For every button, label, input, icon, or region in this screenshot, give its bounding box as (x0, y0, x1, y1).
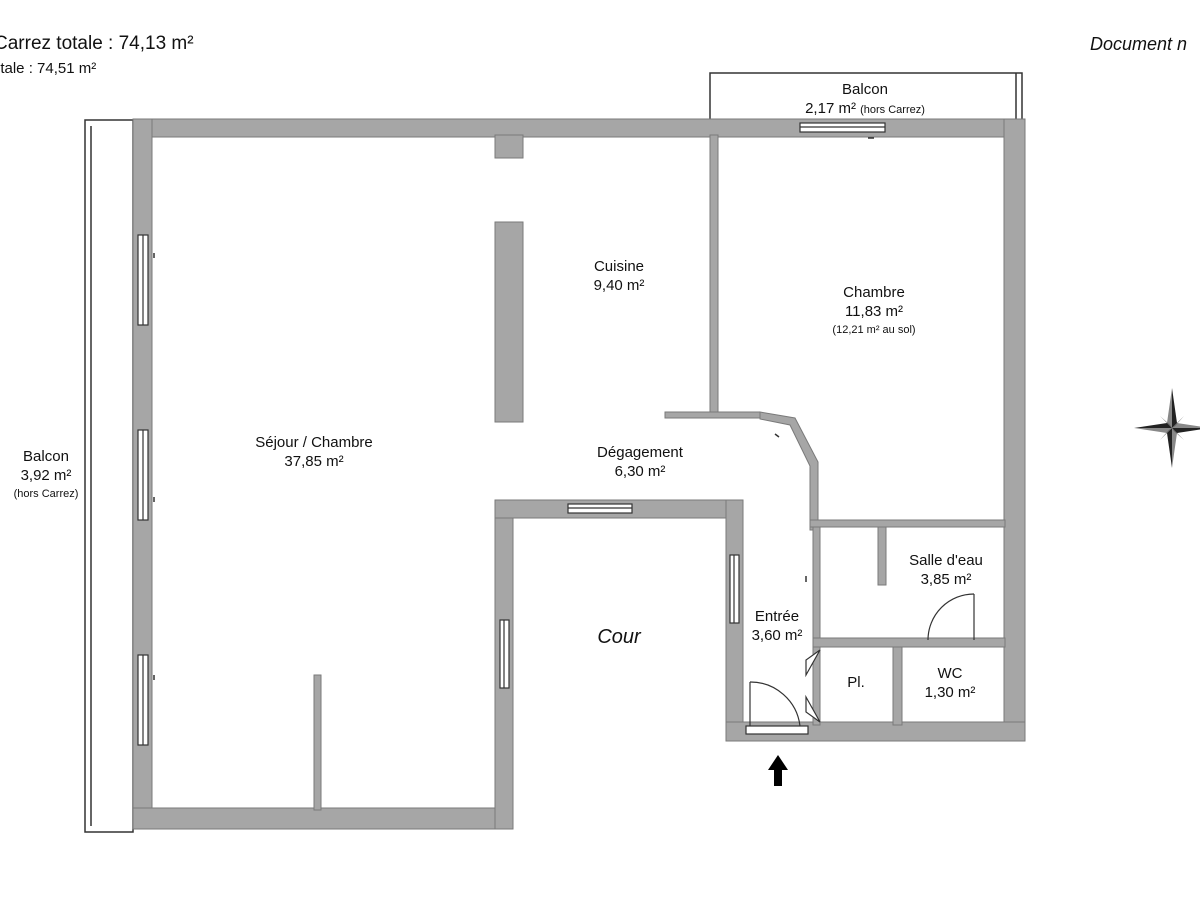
room-name: Dégagement (597, 444, 683, 461)
room-name: Séjour / Chambre (255, 434, 373, 451)
degagement-label: Dégagement 6,30 m² (597, 443, 683, 481)
room-area: 3,92 m² (20, 467, 72, 484)
room-name: Chambre (843, 284, 905, 301)
room-name: Cuisine (593, 258, 645, 275)
room-area: 6,30 m² (614, 463, 666, 480)
exterior-walls (132, 118, 1026, 830)
balcon-left-label: Balcon 3,92 m² (hors Carrez) (14, 447, 79, 504)
room-note: (12,21 m² au sol) (832, 324, 916, 336)
doors (745, 593, 975, 735)
balcony-outlines (84, 72, 1023, 833)
room-name: Salle d'eau (909, 552, 983, 569)
windows (137, 122, 886, 746)
cour-label: Cour (597, 626, 641, 648)
entrance-arrow-icon (768, 755, 788, 786)
fixture-marks (153, 137, 874, 680)
placard-label: Pl. (847, 673, 865, 692)
balcon-top-label: Balcon 2,17 m² (hors Carrez) (805, 80, 925, 120)
room-area: 1,30 m² (924, 684, 976, 701)
room-area: 3,60 m² (751, 627, 803, 644)
room-name: WC (937, 665, 963, 682)
carrez-total-label: Carrez totale : 74,13 m² (0, 33, 194, 54)
chambre-label: Chambre 11,83 m² (12,21 m² au sol) (832, 283, 915, 340)
sejour-label: Séjour / Chambre 37,85 m² (255, 433, 373, 471)
room-name: Pl. (847, 674, 865, 691)
room-area: 3,85 m² (920, 571, 972, 588)
room-area: 9,40 m² (593, 277, 645, 294)
room-name: Entrée (754, 608, 800, 625)
room-name: Balcon (23, 448, 69, 465)
document-note: Document n (1090, 34, 1188, 54)
cuisine-label: Cuisine 9,40 m² (594, 257, 645, 295)
interior-walls (313, 134, 1006, 811)
room-area: 37,85 m² (284, 453, 344, 470)
compass-rose-icon (1134, 388, 1200, 468)
room-name: Balcon (842, 81, 888, 98)
entree-label: Entrée 3,60 m² (752, 607, 803, 645)
wc-label: WC 1,30 m² (925, 664, 976, 702)
room-area: 2,17 m² (hors Carrez) (805, 100, 925, 117)
room-area: 11,83 m² (844, 303, 904, 320)
salle-eau-label: Salle d'eau 3,85 m² (909, 551, 983, 589)
room-note: (hors Carrez) (13, 488, 79, 500)
total-area-label: otale : 74,51 m² (0, 60, 97, 77)
